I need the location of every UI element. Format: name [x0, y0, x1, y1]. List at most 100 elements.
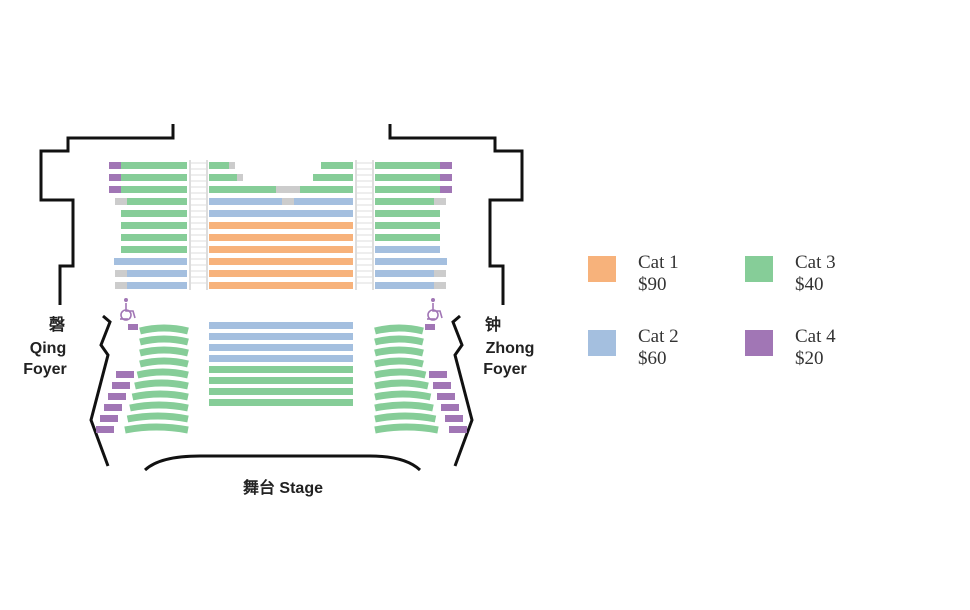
seat-row-segment — [437, 393, 455, 400]
cat1-price: $90 — [638, 274, 667, 295]
seat-row-segment — [121, 234, 187, 241]
legend-item-cat1: Cat 1 $90 — [588, 252, 748, 304]
seat-row-segment — [112, 382, 130, 389]
seat-row-segment — [127, 198, 187, 205]
seat-row-segment — [229, 162, 235, 169]
left-upper-wall — [39, 124, 175, 305]
seat-row-segment — [209, 174, 237, 181]
seat-row-segment — [209, 162, 229, 169]
cat2-text: Cat 2 $60 — [638, 326, 679, 370]
right-upper-wall — [388, 124, 524, 305]
right-lower-wall — [451, 314, 474, 467]
seat-row-segment — [294, 198, 353, 205]
seat-row-segment — [374, 401, 434, 412]
seat-row-segment — [100, 415, 118, 422]
seat-row-segment — [374, 379, 429, 390]
cat1-name: Cat 1 — [638, 252, 679, 273]
cat3-name: Cat 3 — [795, 252, 836, 273]
seat-row-segment — [375, 258, 447, 265]
seat-row-segment — [209, 377, 353, 384]
left-foyer-name-label: Qing — [30, 340, 66, 357]
seat-row-segment — [374, 390, 432, 401]
seat-row-segment — [121, 186, 187, 193]
seat-row-segment — [126, 412, 189, 423]
legend-item-cat3: Cat 3 $40 — [745, 252, 905, 304]
seat-row-segment — [109, 186, 121, 193]
seat-row-segment — [129, 401, 189, 412]
seat-row-segment — [375, 246, 440, 253]
legend-item-cat2: Cat 2 $60 — [588, 326, 748, 378]
seat-row-segment — [374, 324, 424, 335]
seat-row-segment — [321, 162, 353, 169]
seat-row-segment — [114, 258, 187, 265]
right-foyer-name-label: Zhong — [486, 340, 535, 357]
cat4-price: $20 — [795, 348, 824, 369]
cat3-swatch — [745, 256, 773, 282]
cat2-swatch — [588, 330, 616, 356]
seat-row-segment — [124, 423, 189, 434]
seat-row-segment — [374, 357, 424, 368]
cat4-name: Cat 4 — [795, 326, 836, 347]
cat1-swatch — [588, 256, 616, 282]
seat-row-segment — [433, 382, 451, 389]
seat-row-segment — [425, 324, 435, 330]
seat-row-segment — [127, 282, 187, 289]
seat-row-segment — [121, 162, 187, 169]
seat-row-segment — [209, 355, 353, 362]
seat-row-segment — [209, 210, 353, 217]
seat-row-segment — [441, 404, 459, 411]
seat-row-segment — [209, 258, 353, 265]
seat-row-segment — [375, 222, 440, 229]
seat-row-segment — [434, 198, 446, 205]
seat-row-segment — [136, 368, 189, 379]
seat-row-segment — [209, 388, 353, 395]
seat-row-segment — [115, 282, 127, 289]
seat-row-segment — [139, 335, 189, 346]
seat-row-segment — [209, 344, 353, 351]
seat-row-segment — [209, 322, 353, 329]
venue-walls — [39, 124, 524, 472]
seat-row-segment — [116, 371, 134, 378]
legend-item-cat4: Cat 4 $20 — [745, 326, 905, 378]
seat-row-segment — [115, 270, 127, 277]
seat-row-segment — [121, 174, 187, 181]
seat-row-segment — [139, 357, 189, 368]
seat-row-segment — [209, 246, 353, 253]
cat4-swatch — [745, 330, 773, 356]
seat-rows — [96, 162, 467, 434]
seat-row-segment — [128, 324, 138, 330]
cat2-name: Cat 2 — [638, 326, 679, 347]
seat-row-segment — [209, 366, 353, 373]
seat-row-segment — [375, 282, 434, 289]
seat-row-segment — [121, 246, 187, 253]
cat3-text: Cat 3 $40 — [795, 252, 836, 296]
cat1-text: Cat 1 $90 — [638, 252, 679, 296]
seat-row-segment — [374, 368, 427, 379]
seat-row-segment — [139, 324, 189, 335]
wheelchair-icon — [427, 298, 443, 321]
seat-row-segment — [375, 210, 440, 217]
wheelchair-icon — [120, 298, 136, 321]
seat-row-segment — [115, 198, 127, 205]
left-foyer-suffix-label: Foyer — [23, 361, 67, 378]
stage-label: 舞台 Stage — [243, 478, 323, 497]
seat-row-segment — [109, 162, 121, 169]
seat-row-segment — [375, 186, 440, 193]
seat-row-segment — [139, 346, 189, 357]
seat-row-segment — [429, 371, 447, 378]
seat-row-segment — [121, 222, 187, 229]
seat-row-segment — [374, 412, 437, 423]
seat-row-segment — [375, 162, 440, 169]
stage-edge — [143, 454, 422, 472]
seat-row-segment — [209, 186, 276, 193]
seat-row-segment — [313, 174, 353, 181]
right-foyer-cn-label: 钟 — [485, 315, 501, 334]
left-foyer-cn-label: 磬 — [48, 315, 66, 334]
seat-row-segment — [134, 379, 189, 390]
cat3-price: $40 — [795, 274, 824, 295]
seat-row-segment — [375, 198, 434, 205]
seat-row-segment — [209, 282, 353, 289]
seat-row-segment — [434, 282, 446, 289]
